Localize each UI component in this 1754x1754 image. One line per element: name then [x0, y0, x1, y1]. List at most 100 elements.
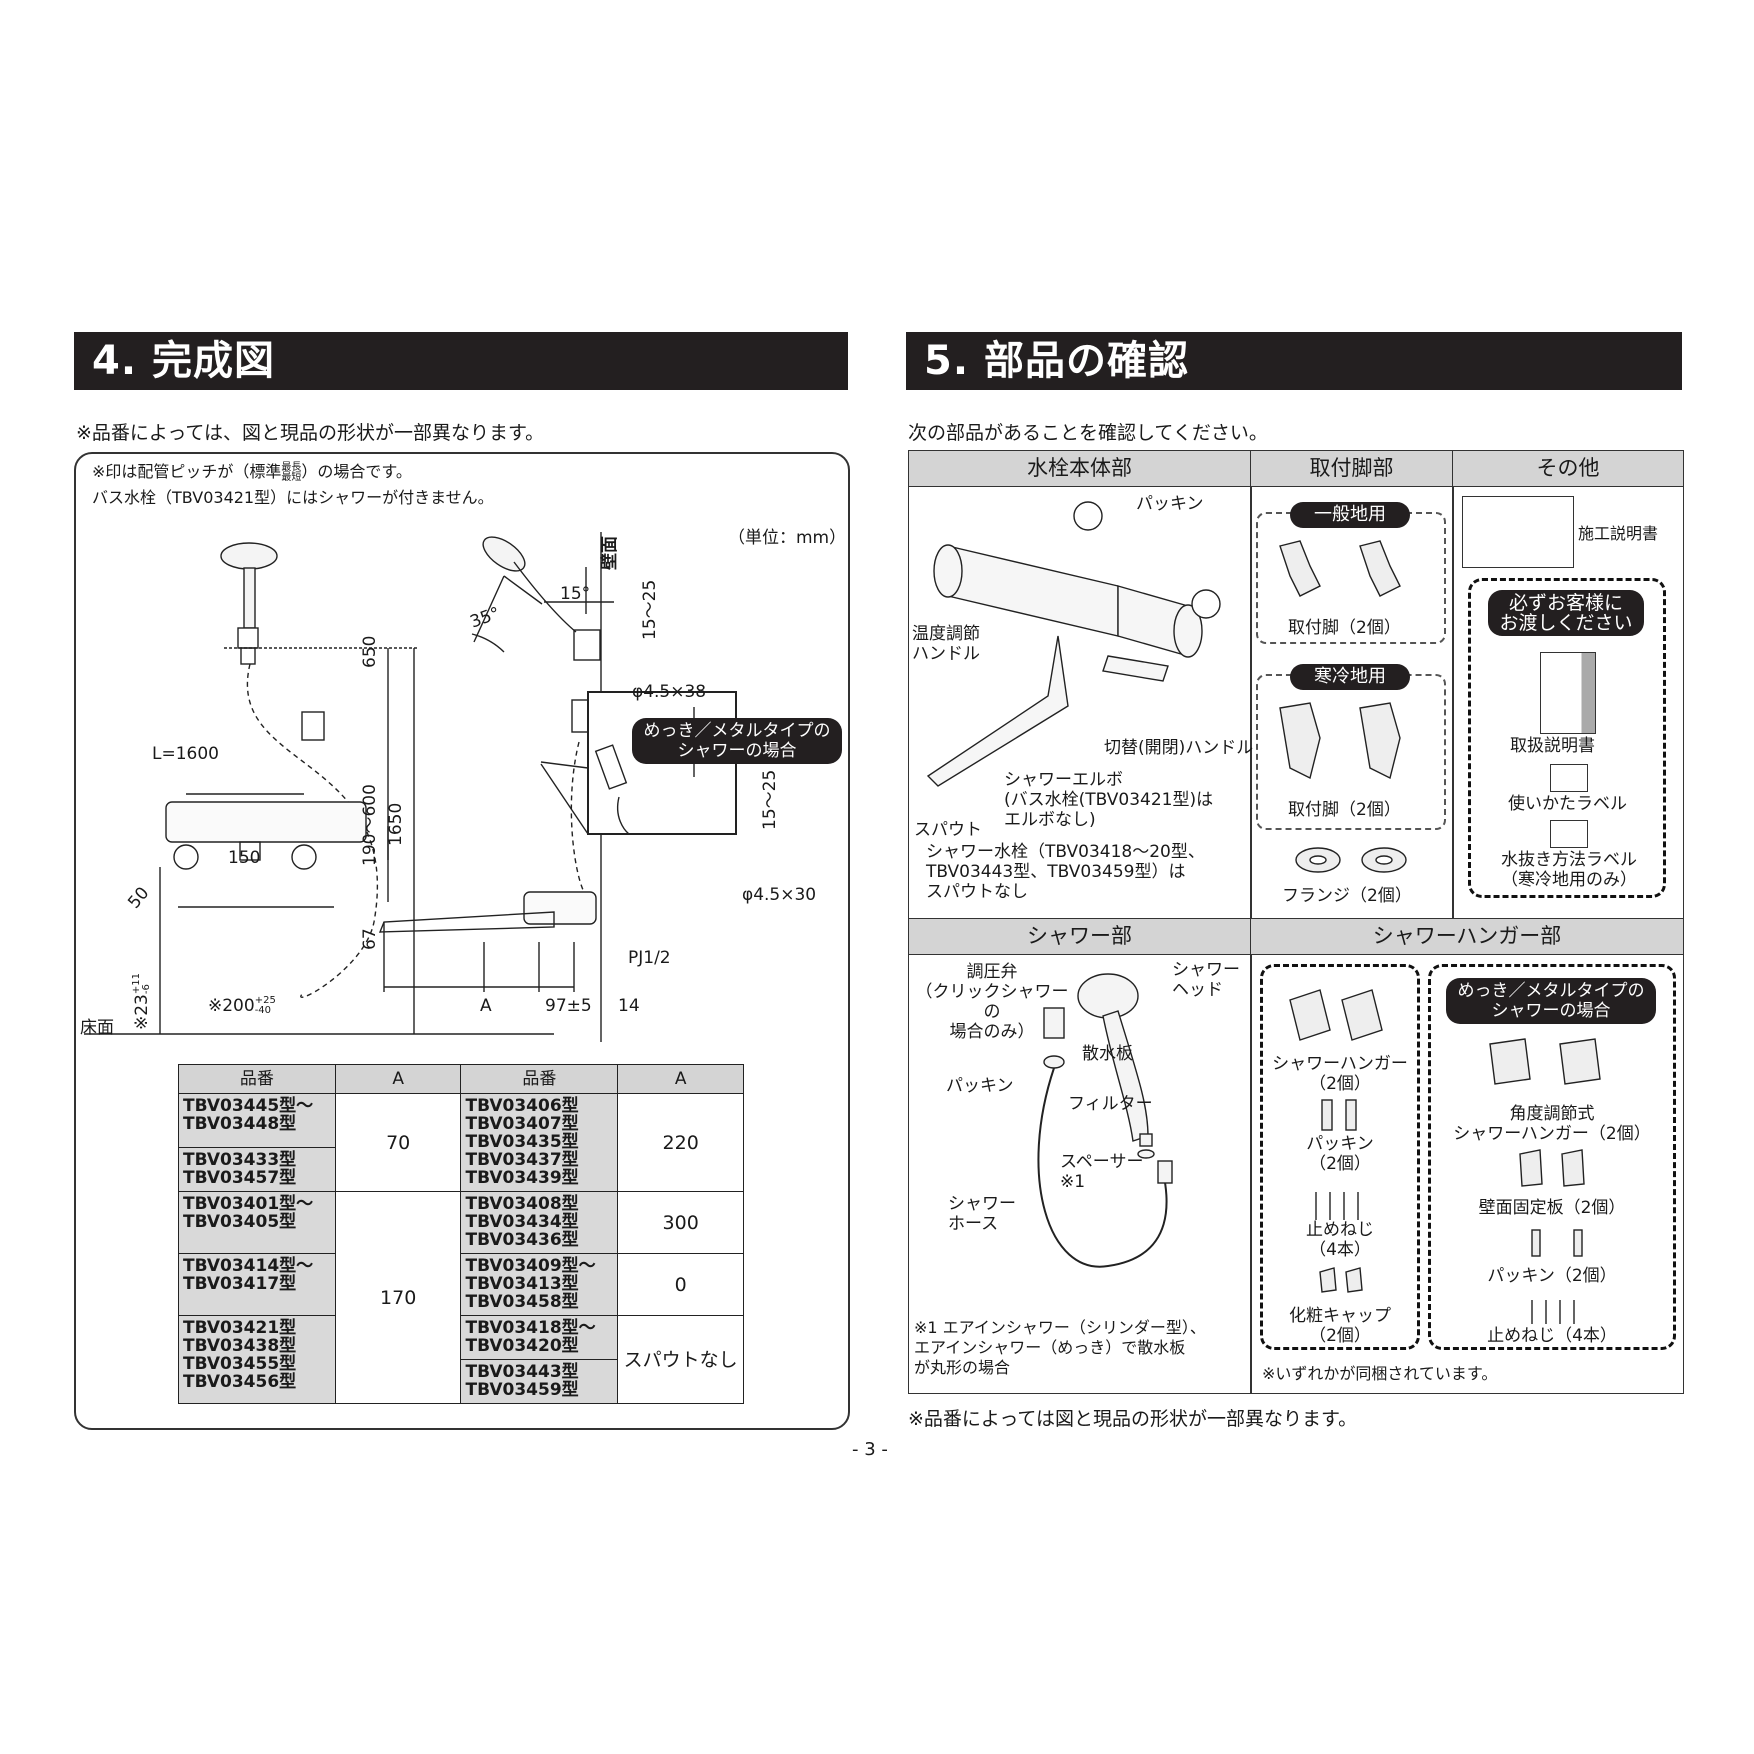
- completion-diagram-frame: [74, 452, 850, 1430]
- table-cell-value: 70: [334, 1093, 462, 1192]
- angle-hanger-label: 角度調節式 シャワーハンガー（2個）: [1453, 1104, 1651, 1144]
- table-cell-value: 300: [617, 1191, 744, 1254]
- metal-packing-label: パッキン（2個）: [1487, 1266, 1617, 1286]
- spout-note: シャワー水栓（TBV03418～20型、 TBV03443型、TBV03459型…: [926, 842, 1205, 902]
- header-shower: シャワー部: [908, 918, 1251, 955]
- section-5-title: 5. 部品の確認: [906, 332, 1682, 390]
- phi-38: φ4.5×38: [632, 682, 707, 702]
- pitch-note: ※印は配管ピッチが（標準最長最短）の場合です。: [92, 461, 412, 483]
- filter-label: フィルター: [1068, 1094, 1153, 1114]
- cold-legs-drawing: [1279, 702, 1401, 780]
- flange-drawing: [1295, 847, 1407, 873]
- wall-plate-label: 壁面固定板（2個）: [1478, 1198, 1626, 1218]
- bath-faucet-note: バス水栓（TBV03421型）にはシャワーが付きません。: [92, 488, 494, 507]
- dim-14: 14: [618, 996, 640, 1016]
- valve-label: 調圧弁 （クリックシャワーの 場合のみ）: [915, 962, 1069, 1042]
- either-note: ※いずれかが同梱されています。: [1262, 1364, 1498, 1383]
- header-body: 水栓本体部: [908, 450, 1251, 487]
- table-cell-value: 0: [617, 1253, 744, 1316]
- hanger-label: シャワーハンガー （2個）: [1272, 1054, 1408, 1094]
- metal-hanger-box: [1428, 964, 1676, 1350]
- header-other: その他: [1452, 450, 1684, 487]
- spacer-label: スペーサー ※1: [1060, 1152, 1144, 1192]
- hanger-screws-label: 止めねじ （4本）: [1306, 1220, 1374, 1260]
- header-legs: 取付脚部: [1250, 450, 1453, 487]
- table-cell-value: スパウトなし: [617, 1315, 744, 1404]
- dim-23: ※23+11-6: [131, 973, 152, 1030]
- page-number: - 3 -: [852, 1439, 888, 1460]
- usage-label-icon: [1550, 764, 1588, 792]
- flange-label: フランジ（2個）: [1282, 886, 1412, 906]
- table-header-model-2: 品番: [460, 1064, 619, 1094]
- unit-label: （単位：mm）: [728, 528, 847, 548]
- dim-650: 650: [360, 635, 380, 668]
- metal-hanger-badge: めっき／メタルタイプの シャワーの場合: [1446, 978, 1656, 1024]
- metal-hanger-drawing: [1489, 1038, 1601, 1324]
- standard-hanger-drawing: [1289, 989, 1383, 1293]
- dim-200: ※200+25-40: [208, 995, 276, 1017]
- shower-packing-label: パッキン: [946, 1076, 1014, 1096]
- table-cell-model: TBV03414型～TBV03417型: [178, 1253, 336, 1316]
- table-cell-value: 170: [334, 1191, 462, 1404]
- section-4-title: 4. 完成図: [74, 332, 848, 390]
- shower-elbow-label: シャワーエルボ (バス水栓(TBV03421型)は エルボなし): [1004, 770, 1214, 830]
- table-header-model-1: 品番: [178, 1064, 336, 1094]
- cap-label: 化粧キャップ （2個）: [1289, 1306, 1391, 1346]
- table-cell-value: 220: [617, 1093, 744, 1192]
- usage-label: 使いかたラベル: [1508, 794, 1627, 814]
- grid-divider: [1452, 450, 1454, 920]
- table-cell-model: TBV03401型～TBV03405型: [178, 1191, 336, 1254]
- shower-parts-drawing: [1037, 973, 1173, 1268]
- hose-label: シャワー ホース: [948, 1194, 1016, 1234]
- drain-label-icon: [1550, 820, 1588, 848]
- general-badge: 一般地用: [1290, 502, 1410, 528]
- header-hanger: シャワーハンガー部: [1250, 918, 1684, 955]
- pj-label: PJ1/2: [628, 948, 671, 968]
- angle-15: 15°: [560, 584, 591, 604]
- shower-head-label: シャワー ヘッド: [1172, 960, 1240, 1000]
- hanger-packing-label: パッキン （2個）: [1306, 1134, 1374, 1174]
- dim-1650: 1650: [386, 802, 406, 846]
- phi-30: φ4.5×30: [742, 885, 817, 905]
- faucet-body-drawing: [926, 501, 1221, 787]
- shower-footnote: ※1 エアインシャワー（シリンダー型）、 エアインシャワー（めっき）で散水板 が…: [914, 1318, 1206, 1377]
- section-4-note: ※品番によっては、図と現品の形状が一部異なります。: [76, 422, 545, 444]
- dim-150: 150: [228, 848, 261, 868]
- install-manual-icon: [1462, 496, 1574, 568]
- table-header-a-1: A: [334, 1064, 462, 1094]
- metal-screws-label: 止めねじ（4本）: [1487, 1326, 1617, 1346]
- spout-label: スパウト: [914, 820, 982, 840]
- temp-handle-label: 温度調節 ハンドル: [912, 624, 980, 664]
- plate-label: 散水板: [1082, 1044, 1133, 1064]
- dim-190-600: 190～600: [360, 784, 380, 866]
- hose-length-label: L=1600: [152, 744, 219, 764]
- metal-shower-badge: めっき／メタルタイプの シャワーの場合: [632, 718, 842, 764]
- table-cell-model: TBV03445型～TBV03448型: [178, 1093, 336, 1148]
- wall-label: 壁面: [600, 536, 620, 570]
- section-5-intro: 次の部品があることを確認してください。: [908, 422, 1268, 444]
- general-legs-drawing: [1279, 540, 1401, 597]
- install-manual-label: 施工説明書: [1578, 524, 1659, 543]
- section-5-footer-note: ※品番によっては図と現品の形状が一部異なります。: [908, 1408, 1358, 1430]
- customer-badge: 必ずお客様に お渡しください: [1488, 590, 1644, 636]
- dim-67: 67: [360, 928, 380, 950]
- general-legs-label: 取付脚（2個）: [1288, 618, 1401, 638]
- dim-97: 97±5: [545, 996, 592, 1016]
- cold-badge: 寒冷地用: [1290, 664, 1410, 690]
- table-header-a-2: A: [617, 1064, 744, 1094]
- table-cell-model: TBV03418型～TBV03420型: [460, 1315, 619, 1360]
- body-packing-label: パッキン: [1136, 494, 1204, 514]
- customer-box: [1468, 578, 1666, 898]
- floor-label: 床面: [80, 1018, 114, 1038]
- manual-icon: [1540, 652, 1596, 734]
- dim-15-25b: 15～25: [760, 769, 780, 830]
- switch-handle-label: 切替(開閉)ハンドル: [1104, 738, 1254, 758]
- drain-label: 水抜き方法ラベル （寒冷地用のみ）: [1501, 850, 1637, 890]
- manual-label: 取扱説明書: [1510, 736, 1595, 756]
- dim-15-25: 15～25: [640, 579, 660, 640]
